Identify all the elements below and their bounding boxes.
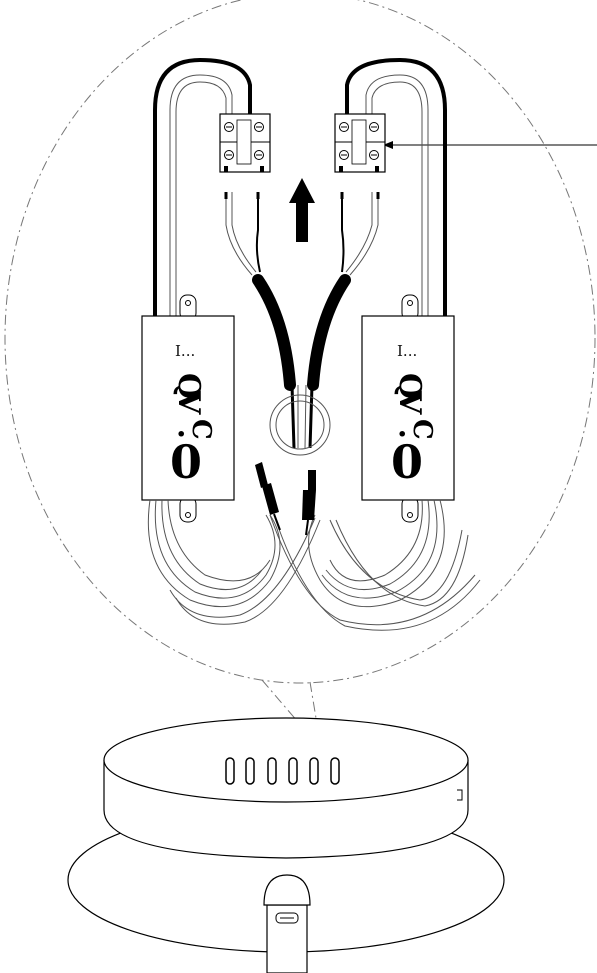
suspension-rod bbox=[263, 874, 311, 973]
insert-up-arrow bbox=[289, 178, 315, 242]
left-terminal-block bbox=[219, 113, 271, 173]
canopy-screw-tab bbox=[457, 789, 463, 801]
terminal-pointer-arrowhead bbox=[383, 141, 393, 149]
left-driver-q-label: Q bbox=[171, 373, 206, 399]
right-quick-connector bbox=[302, 470, 316, 536]
left-driver-c-label: C bbox=[186, 419, 216, 440]
left-quick-connector bbox=[255, 462, 281, 531]
left-wire-loop bbox=[153, 57, 252, 318]
right-driver-c-label: C bbox=[407, 419, 437, 440]
left-cable-wires bbox=[224, 192, 261, 276]
right-cable-sheath bbox=[307, 274, 351, 391]
driver-output-wires bbox=[147, 499, 481, 631]
right-driver-dot-label: · bbox=[397, 417, 407, 452]
right-wire-loop bbox=[345, 57, 447, 318]
left-driver: I... Q V C · 0 bbox=[141, 294, 235, 523]
left-driver-v-label: V bbox=[171, 390, 206, 415]
detail-callout-ellipse bbox=[4, 0, 596, 684]
right-cable-wires bbox=[340, 192, 380, 276]
detail-leader-line-left bbox=[261, 679, 299, 723]
right-driver-q-label: Q bbox=[392, 373, 427, 399]
left-cable-sheath bbox=[252, 274, 296, 391]
right-driver-v-label: V bbox=[392, 390, 427, 415]
center-cable-hole bbox=[269, 394, 331, 456]
right-terminal-block bbox=[334, 113, 386, 173]
left-driver-zero-label: 0 bbox=[170, 435, 202, 489]
left-driver-small-label: I... bbox=[175, 342, 195, 360]
right-driver: I... Q V C · 0 bbox=[361, 294, 455, 523]
left-driver-dot-label: · bbox=[176, 417, 186, 452]
cable-inner-wires bbox=[290, 384, 314, 449]
canopy-top bbox=[103, 717, 469, 803]
right-driver-small-label: I... bbox=[397, 342, 417, 360]
canopy-vent-slots bbox=[225, 757, 340, 785]
right-driver-zero-label: 0 bbox=[391, 435, 423, 489]
